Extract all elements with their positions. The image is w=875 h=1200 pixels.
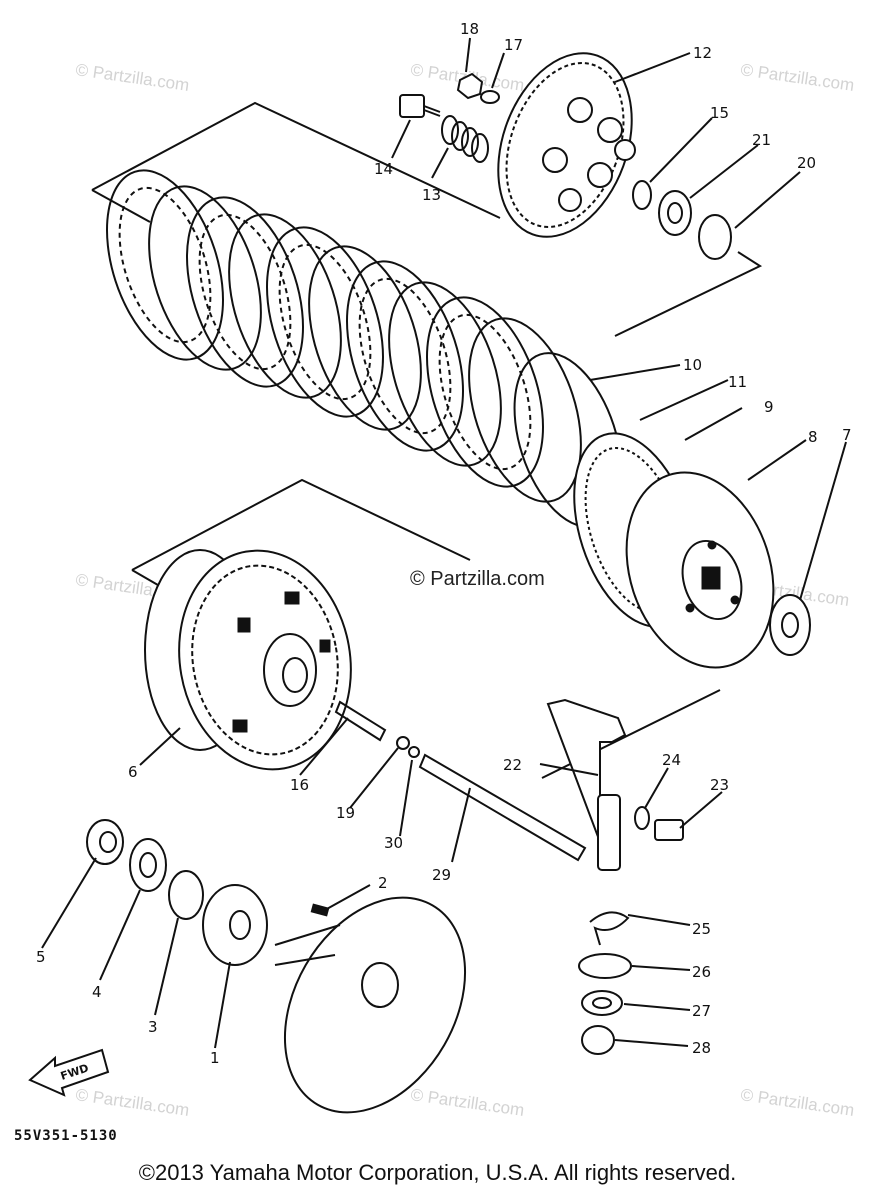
nut-18 <box>456 72 484 100</box>
push-rod-29 <box>418 753 587 862</box>
clutch-boss-8 <box>625 471 775 669</box>
callout-14: 14 <box>374 160 393 178</box>
spring-13 <box>441 115 489 163</box>
callout-3: 3 <box>148 1018 158 1036</box>
push-rod-16 <box>334 700 387 742</box>
washer-4 <box>129 838 167 892</box>
watermark: © Partzilla.com <box>409 1085 525 1120</box>
callout-1: 1 <box>210 1049 220 1067</box>
nut-5 <box>86 819 124 865</box>
callout-8: 8 <box>808 428 818 446</box>
primary-drive-group <box>86 819 467 1114</box>
callout-2: 2 <box>378 874 388 892</box>
oil-seal-27 <box>581 990 623 1016</box>
callout-26: 26 <box>692 963 711 981</box>
lock-washer-20 <box>698 214 732 260</box>
callout-25: 25 <box>692 920 711 938</box>
lock-washer-3 <box>168 870 204 920</box>
callout-6: 6 <box>128 763 138 781</box>
circlip-7 <box>769 594 811 656</box>
bearing-28 <box>581 1025 615 1055</box>
watermark: © Partzilla.com <box>74 1085 190 1120</box>
push-lever-group <box>546 698 684 871</box>
upper-reference-plane <box>91 101 763 337</box>
push-rod-hardware <box>632 180 732 260</box>
washer-24 <box>634 806 650 830</box>
callout-17: 17 <box>504 36 523 54</box>
callout-15: 15 <box>710 104 729 122</box>
callout-11: 11 <box>728 373 747 391</box>
callout-9: 9 <box>764 398 774 416</box>
nut-21 <box>658 190 692 236</box>
callout-24: 24 <box>662 751 681 769</box>
callout-28: 28 <box>692 1039 711 1057</box>
primary-drive-gear-1 <box>202 884 268 966</box>
watermark: © Partzilla.com <box>74 60 190 95</box>
callout-21: 21 <box>752 131 771 149</box>
o-ring-19 <box>396 736 410 750</box>
bolt-23 <box>654 819 684 841</box>
callout-18: 18 <box>460 20 479 38</box>
clutch-plate-stack <box>106 169 623 528</box>
callout-4: 4 <box>92 983 102 1001</box>
crankshaft <box>274 924 341 966</box>
callout-20: 20 <box>797 154 816 172</box>
callout-10: 10 <box>683 356 702 374</box>
washer-17 <box>480 90 500 104</box>
callout-22: 22 <box>503 756 522 774</box>
callout-16: 16 <box>290 776 309 794</box>
clutch-housing <box>144 549 352 771</box>
leader-lines <box>41 37 847 1049</box>
key-2 <box>310 903 330 917</box>
lever-hardware <box>578 911 632 1055</box>
spring-bolt-group <box>399 72 500 163</box>
watermark: © Partzilla.com <box>739 60 855 95</box>
bolt-14 <box>399 94 425 118</box>
callout-12: 12 <box>693 44 712 62</box>
callout-19: 19 <box>336 804 355 822</box>
callout-13: 13 <box>422 186 441 204</box>
bearing-15 <box>632 180 652 210</box>
push-rod-group <box>334 700 587 862</box>
clutch-boss-group <box>573 432 811 669</box>
copyright-notice: ©2013 Yamaha Motor Corporation, U.S.A. A… <box>138 1160 737 1185</box>
watermark: © Partzilla.com <box>739 1085 855 1120</box>
crank-web <box>283 896 467 1114</box>
callout-30: 30 <box>384 834 403 852</box>
callouts: 1 2 3 4 5 6 7 8 9 10 11 12 13 14 15 16 1… <box>36 20 852 1067</box>
callout-27: 27 <box>692 1002 711 1020</box>
spring-25 <box>589 911 630 946</box>
callout-23: 23 <box>710 776 729 794</box>
pressure-plate <box>497 52 636 238</box>
circlip-26 <box>578 953 632 979</box>
fwd-arrow: FWD <box>28 1048 110 1097</box>
part-code: 55V351-5130 <box>14 1128 118 1144</box>
ball-30 <box>408 746 420 758</box>
watermark-center: © Partzilla.com <box>410 568 545 590</box>
callout-7: 7 <box>842 426 852 444</box>
callout-29: 29 <box>432 866 451 884</box>
callout-5: 5 <box>36 948 46 966</box>
